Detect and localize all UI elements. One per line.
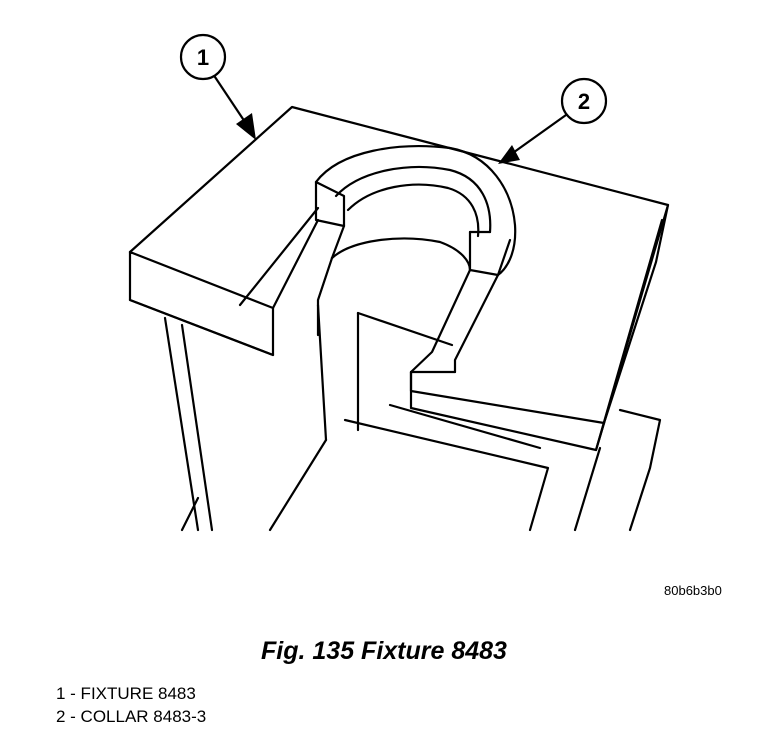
callout-1-number: 1 — [197, 45, 209, 70]
legend-item-collar: 2 - COLLAR 8483-3 — [56, 707, 207, 726]
leader-line-1 — [213, 75, 249, 127]
callout-2-number: 2 — [578, 89, 590, 114]
leader-line-2 — [508, 113, 568, 157]
legend: 1 - FIXTURE 8483 2 - COLLAR 8483-3 — [56, 682, 206, 728]
arrowhead-2 — [498, 145, 520, 164]
fixture-illustration: 1 2 — [128, 33, 670, 532]
collar — [314, 145, 517, 374]
fixture-plate — [128, 105, 670, 452]
figure-reference-code: 80b6b3b0 — [664, 583, 722, 598]
legend-item-fixture: 1 - FIXTURE 8483 — [56, 684, 196, 703]
figure-caption: Fig. 135 Fixture 8483 — [261, 637, 507, 665]
fixture-stand — [163, 303, 662, 532]
callout-1 — [179, 33, 227, 81]
callout-2 — [560, 77, 608, 125]
arrowhead-1 — [236, 113, 256, 140]
